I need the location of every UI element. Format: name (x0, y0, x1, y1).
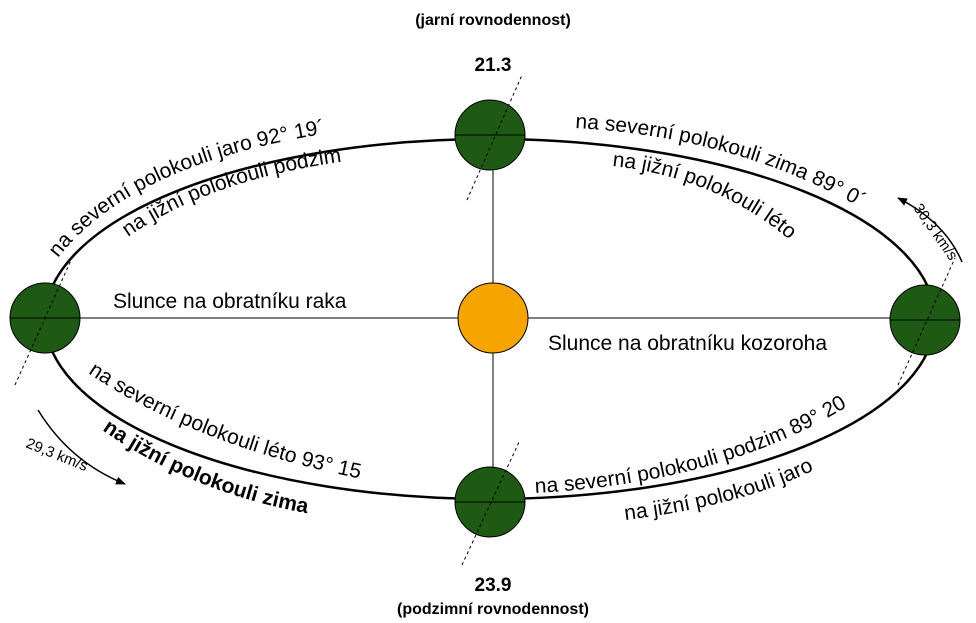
bottom-date: 23.9 (475, 575, 512, 596)
top-date: 21.3 (475, 55, 512, 76)
sun-right-label: Slunce na obratníku kozoroha (548, 332, 827, 355)
sun (457, 282, 529, 354)
arc-bottom-right-outer: na severní polokouli podzim 89° 20 (534, 391, 850, 498)
sun-left-label: Slunce na obratníku raka (113, 290, 347, 313)
speed-arrow-right (897, 197, 963, 263)
earth-bottom (454, 439, 526, 566)
earth-left (9, 257, 81, 386)
speed-left-label: 29,3 km/s (24, 435, 91, 475)
top-caption: (jarní rovnodennost) (415, 12, 571, 29)
earth-right (889, 257, 961, 386)
speed-arrow-left (37, 409, 126, 485)
earth-top (454, 74, 526, 201)
bottom-caption: (podzimní rovnodennost) (397, 601, 589, 618)
speed-right-label: 30,3 km/s (910, 201, 961, 264)
